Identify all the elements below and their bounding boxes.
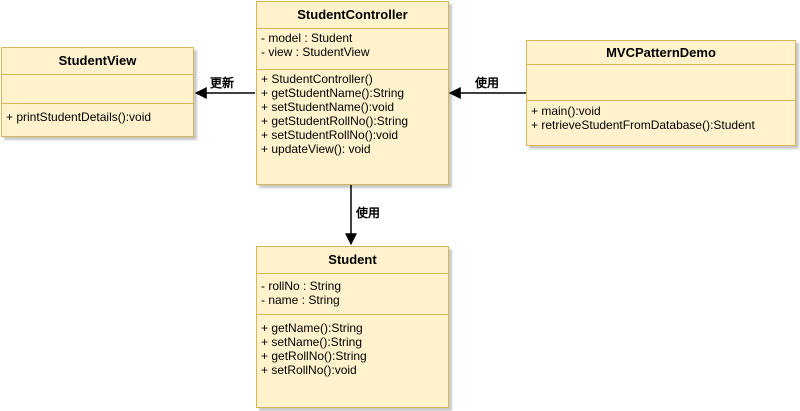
- method: + setRollNo():void: [261, 363, 357, 377]
- class-student-view[interactable]: StudentView + printStudentDetails():void: [1, 47, 194, 137]
- attribute: - name : String: [261, 293, 340, 307]
- method: + setStudentRollNo():void: [261, 128, 399, 142]
- class-student[interactable]: Student - rollNo : String - name : Strin…: [256, 246, 449, 408]
- method: + getStudentName():String: [261, 86, 405, 100]
- method: + setName():String: [261, 335, 363, 349]
- class-mvc-pattern-demo[interactable]: MVCPatternDemo + main():void + retrieveS…: [526, 40, 796, 146]
- method: + getStudentRollNo():String: [261, 114, 409, 128]
- method: + retrieveStudentFromDatabase():Student: [531, 118, 755, 132]
- attribute-section: - model : Student - view : StudentView: [257, 29, 448, 69]
- method: + getRollNo():String: [261, 349, 367, 363]
- method-section: + StudentController() + getStudentName()…: [257, 69, 448, 158]
- method: + getName():String: [261, 321, 363, 335]
- method: + updateView(): void: [261, 142, 371, 156]
- attribute-section: [527, 65, 795, 100]
- edge-label-use-student: 使用: [354, 204, 383, 221]
- edge-label-update: 更新: [208, 74, 237, 91]
- method: + printStudentDetails():void: [6, 110, 152, 124]
- edge-label-use-demo: 使用: [473, 74, 502, 91]
- method: + setStudentName():void: [261, 100, 395, 114]
- attribute: - view : StudentView: [261, 45, 370, 59]
- attribute-section: [2, 75, 193, 103]
- method-section: + main():void + retrieveStudentFromDatab…: [527, 100, 795, 134]
- attribute: - model : Student: [261, 31, 353, 45]
- class-title: Student: [257, 247, 448, 274]
- method-section: + getName():String + setName():String + …: [257, 314, 448, 379]
- attribute-section: - rollNo : String - name : String: [257, 274, 448, 314]
- class-title: StudentController: [257, 2, 448, 29]
- method: + main():void: [531, 104, 601, 118]
- class-student-controller[interactable]: StudentController - model : Student - vi…: [256, 1, 449, 185]
- class-title: StudentView: [2, 48, 193, 75]
- method-section: + printStudentDetails():void: [2, 103, 193, 126]
- attribute: - rollNo : String: [261, 279, 342, 293]
- method: + StudentController(): [261, 72, 373, 86]
- class-title: MVCPatternDemo: [527, 41, 795, 65]
